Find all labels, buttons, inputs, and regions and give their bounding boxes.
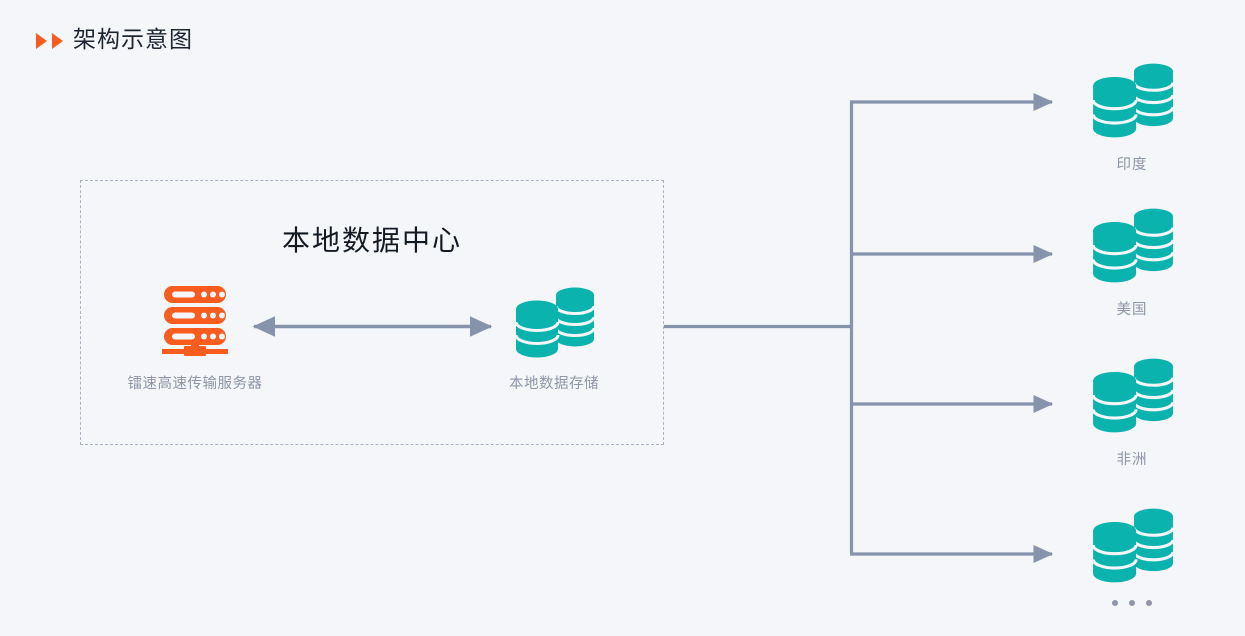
server-rack-icon — [110, 282, 280, 360]
region-label-usa: 美国 — [1116, 302, 1148, 318]
database-stack-icon — [1057, 203, 1207, 287]
node-local-storage-label: 本地数据存储 — [509, 376, 599, 392]
node-transfer-server[interactable]: 镭速高速传输服务器 — [110, 282, 280, 393]
database-stack-icon — [469, 282, 639, 360]
region-node-africa[interactable]: 非洲 — [1057, 353, 1207, 469]
database-stack-icon — [1057, 353, 1207, 437]
region-node-india[interactable]: 印度 — [1057, 58, 1207, 174]
region-node-more[interactable] — [1057, 503, 1207, 606]
region-label-more-ellipsis-icon — [1057, 600, 1207, 606]
database-stack-icon — [1057, 58, 1207, 142]
node-local-storage[interactable]: 本地数据存储 — [469, 282, 639, 393]
database-stack-icon — [1057, 503, 1207, 587]
local-datacenter-box: 本地数据中心 — [80, 180, 664, 445]
node-transfer-server-label: 镭速高速传输服务器 — [127, 376, 263, 392]
local-datacenter-title: 本地数据中心 — [281, 225, 462, 256]
region-node-usa[interactable]: 美国 — [1057, 203, 1207, 319]
page-title: 架构示意图 — [36, 28, 193, 51]
double-triangle-right-icon — [36, 32, 63, 49]
region-label-africa: 非洲 — [1116, 452, 1148, 468]
region-label-india: 印度 — [1116, 157, 1148, 173]
page-title-text: 架构示意图 — [73, 26, 193, 52]
